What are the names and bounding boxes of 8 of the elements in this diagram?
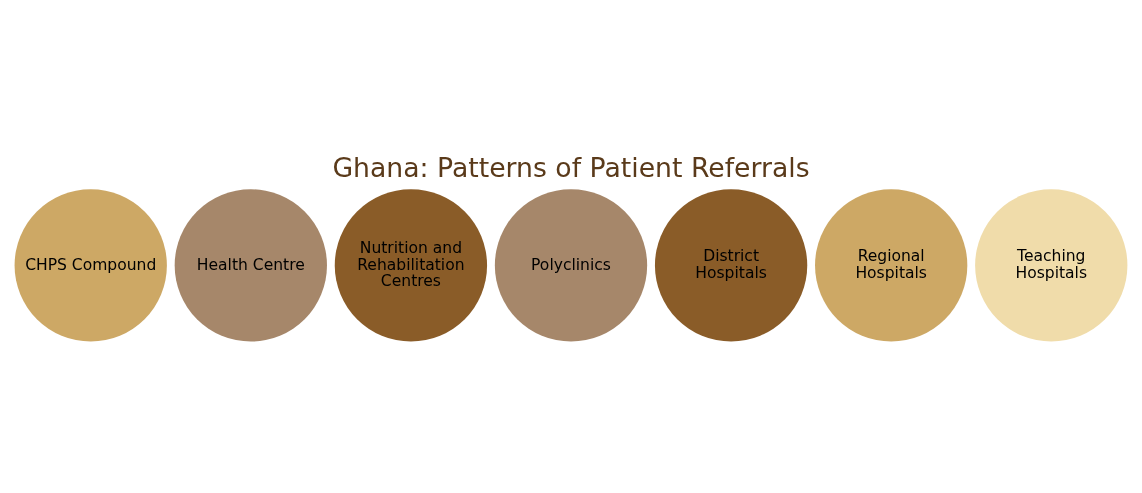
node-circle: Polyclinics: [494, 189, 648, 342]
node-circle: Teaching Hospitals: [975, 189, 1128, 342]
node-circle: District Hospitals: [654, 189, 808, 342]
diagram-title: Ghana: Patterns of Patient Referrals: [332, 152, 810, 184]
node-circle: Health Centre: [174, 189, 327, 342]
node-circle: Nutrition and Rehabilitation Centres: [334, 189, 488, 342]
node-circle: Regional Hospitals: [815, 189, 968, 342]
node-circle: CHPS Compound: [14, 189, 167, 342]
